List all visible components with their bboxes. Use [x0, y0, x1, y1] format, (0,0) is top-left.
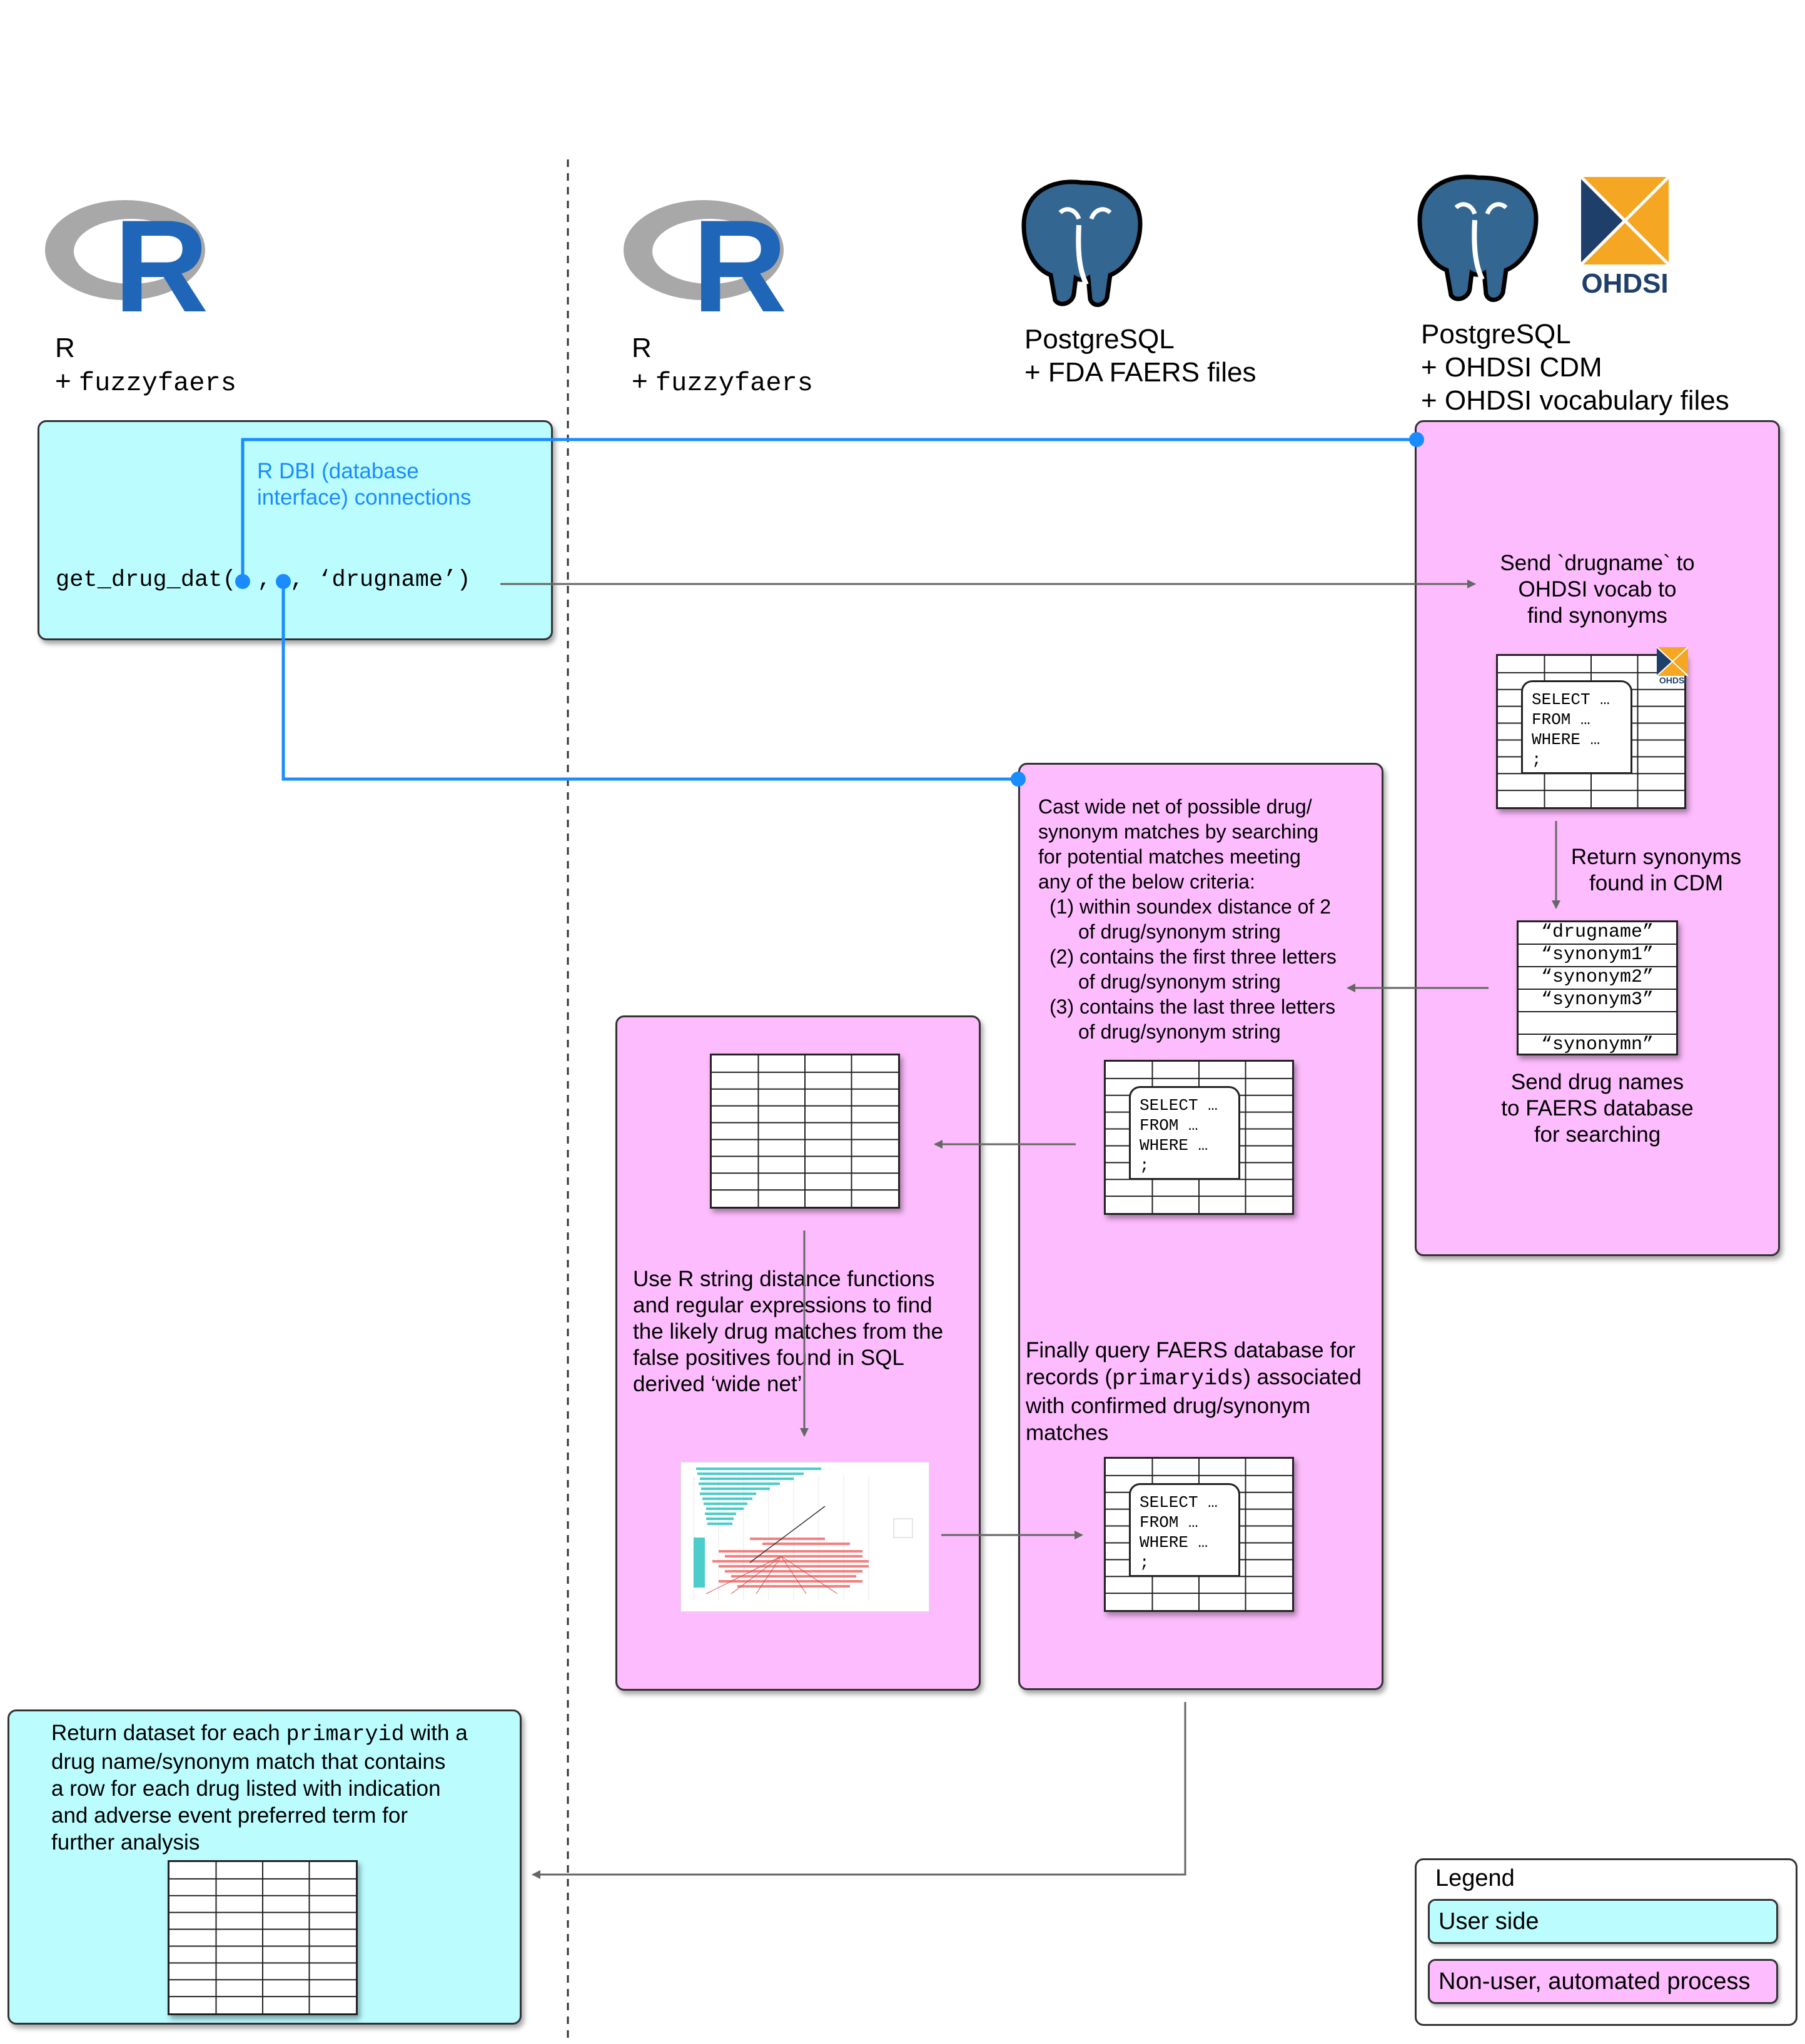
return-synonyms-text: Return synonyms found in CDM	[1570, 845, 1742, 895]
return-line1b: with a	[404, 1721, 468, 1745]
svg-text:OHDSI: OHDSI	[1581, 268, 1668, 299]
final-query-text: Finally query FAERS database for records…	[1026, 1337, 1362, 1446]
ohdsi-mini-logo: OHDSI	[1654, 646, 1692, 685]
drugname-arg: ‘drugname’)	[318, 567, 471, 593]
criterion-1-cont: of drug/synonym string	[1078, 920, 1281, 943]
col2-header: R + fuzzyfaers	[632, 331, 813, 400]
col3-header: PostgreSQL + FDA FAERS files	[1024, 323, 1256, 389]
synonym-item: “synonym2”	[1519, 967, 1676, 990]
sql-terminator: ;	[1532, 750, 1542, 769]
primaryid-term: primaryid	[286, 1722, 405, 1747]
sql-query: SELECT … FROM … WHERE … ;	[1129, 1086, 1240, 1180]
return-line1a: Return dataset for each	[51, 1721, 286, 1745]
package-name: fuzzyfaers	[78, 368, 236, 398]
package-name: fuzzyfaers	[655, 368, 813, 398]
col1-header-line1: R	[55, 333, 75, 363]
r-logo: R	[44, 181, 213, 340]
col3-header-line1: PostgreSQL	[1024, 324, 1175, 355]
return-dataset-text: Return dataset for each primaryid with a…	[51, 1719, 468, 1856]
output-table-icon	[168, 1860, 358, 2015]
svg-text:OHDSI: OHDSI	[1659, 675, 1687, 685]
send-drugname-text: Send `drugname` to OHDSI vocab to find s…	[1500, 551, 1695, 628]
synonym-item: “synonym3”	[1519, 990, 1676, 1012]
svg-text:R: R	[692, 193, 787, 319]
col4-header-line1: PostgreSQL	[1421, 319, 1571, 350]
sql-terminator: ;	[1140, 1553, 1150, 1572]
synonym-item: “drugname”	[1519, 922, 1676, 945]
results-table-icon	[710, 1054, 900, 1209]
ohdsi-vocab-box	[1415, 420, 1780, 1256]
col4-header: PostgreSQL + OHDSI CDM + OHDSI vocabular…	[1421, 318, 1729, 417]
final-query-line2a: records (	[1026, 1365, 1113, 1389]
col2-header-line1: R	[632, 333, 652, 363]
sql-select: SELECT …	[1140, 1493, 1218, 1512]
criterion-1: (1) within soundex distance of 2	[1049, 895, 1332, 918]
col2-header-prefix: +	[632, 366, 655, 396]
criterion-3: (3) contains the last three letters	[1049, 995, 1336, 1018]
arg-separator: ,	[290, 567, 318, 593]
final-query-line3: with confirmed drug/synonym matches	[1026, 1394, 1311, 1445]
legend: Legend User side Non-user, automated pro…	[1415, 1858, 1797, 2026]
col4-header-line2: + OHDSI CDM	[1421, 352, 1602, 383]
sql-where: WHERE …	[1532, 730, 1600, 749]
svg-text:R: R	[114, 193, 209, 319]
primaryids-term: primaryids	[1112, 1366, 1244, 1391]
sql-from: FROM …	[1532, 710, 1590, 729]
wide-net-criteria: Cast wide net of possible drug/ synonym …	[1038, 794, 1337, 1044]
synonym-item	[1519, 1012, 1676, 1035]
sql-where: WHERE …	[1140, 1136, 1208, 1155]
sql-from: FROM …	[1140, 1513, 1198, 1532]
criterion-2-cont: of drug/synonym string	[1078, 970, 1281, 993]
criteria-intro: Cast wide net of possible drug/ synonym …	[1038, 795, 1319, 893]
postgresql-logo	[1412, 170, 1544, 305]
col1-header-prefix: +	[55, 366, 79, 396]
sql-select: SELECT …	[1140, 1096, 1218, 1115]
final-query-line2b: ) associated	[1243, 1365, 1362, 1389]
sql-where: WHERE …	[1140, 1533, 1208, 1552]
sql-select: SELECT …	[1532, 690, 1610, 709]
return-line2: drug name/synonym match that contains a …	[51, 1749, 446, 1855]
send-drug-names-text: Send drug names to FAERS database for se…	[1501, 1070, 1694, 1147]
col4-header-line3: + OHDSI vocabulary files	[1421, 385, 1729, 416]
synonym-item: “synonym1”	[1519, 945, 1676, 967]
legend-user-side: User side	[1428, 1899, 1778, 1944]
dbi-connections-label: R DBI (database interface) connections	[257, 459, 472, 510]
user-function-call-box: R DBI (database interface) connections g…	[38, 420, 553, 640]
final-query-line1: Finally query FAERS database for	[1026, 1338, 1356, 1362]
match-plot-thumbnail	[680, 1462, 929, 1612]
r-logo: R	[622, 181, 791, 340]
synonym-item: “synonymn”	[1540, 1034, 1654, 1055]
synonym-list: “drugname” “synonym1” “synonym2” “synony…	[1517, 920, 1678, 1055]
sql-from: FROM …	[1140, 1116, 1198, 1135]
sql-terminator: ;	[1140, 1156, 1150, 1175]
string-distance-text: Use R string distance functions and regu…	[633, 1267, 944, 1396]
col3-header-line2: + FDA FAERS files	[1024, 357, 1256, 388]
sql-query: SELECT … FROM … WHERE … ;	[1521, 680, 1632, 774]
criterion-3-cont: of drug/synonym string	[1078, 1020, 1281, 1043]
col1-header: R + fuzzyfaers	[55, 331, 236, 400]
legend-automated: Non-user, automated process	[1428, 1959, 1778, 2004]
function-name: get_drug_dat(	[56, 567, 236, 593]
postgresql-logo	[1016, 175, 1148, 310]
arg-separator: ,	[257, 567, 271, 593]
ohdsi-logo: OHDSI	[1575, 174, 1675, 299]
legend-title: Legend	[1435, 1865, 1515, 1891]
sql-query: SELECT … FROM … WHERE … ;	[1129, 1483, 1240, 1577]
criterion-2: (2) contains the first three letters	[1049, 945, 1337, 968]
function-call: get_drug_dat(,, ‘drugname’)	[56, 567, 471, 593]
